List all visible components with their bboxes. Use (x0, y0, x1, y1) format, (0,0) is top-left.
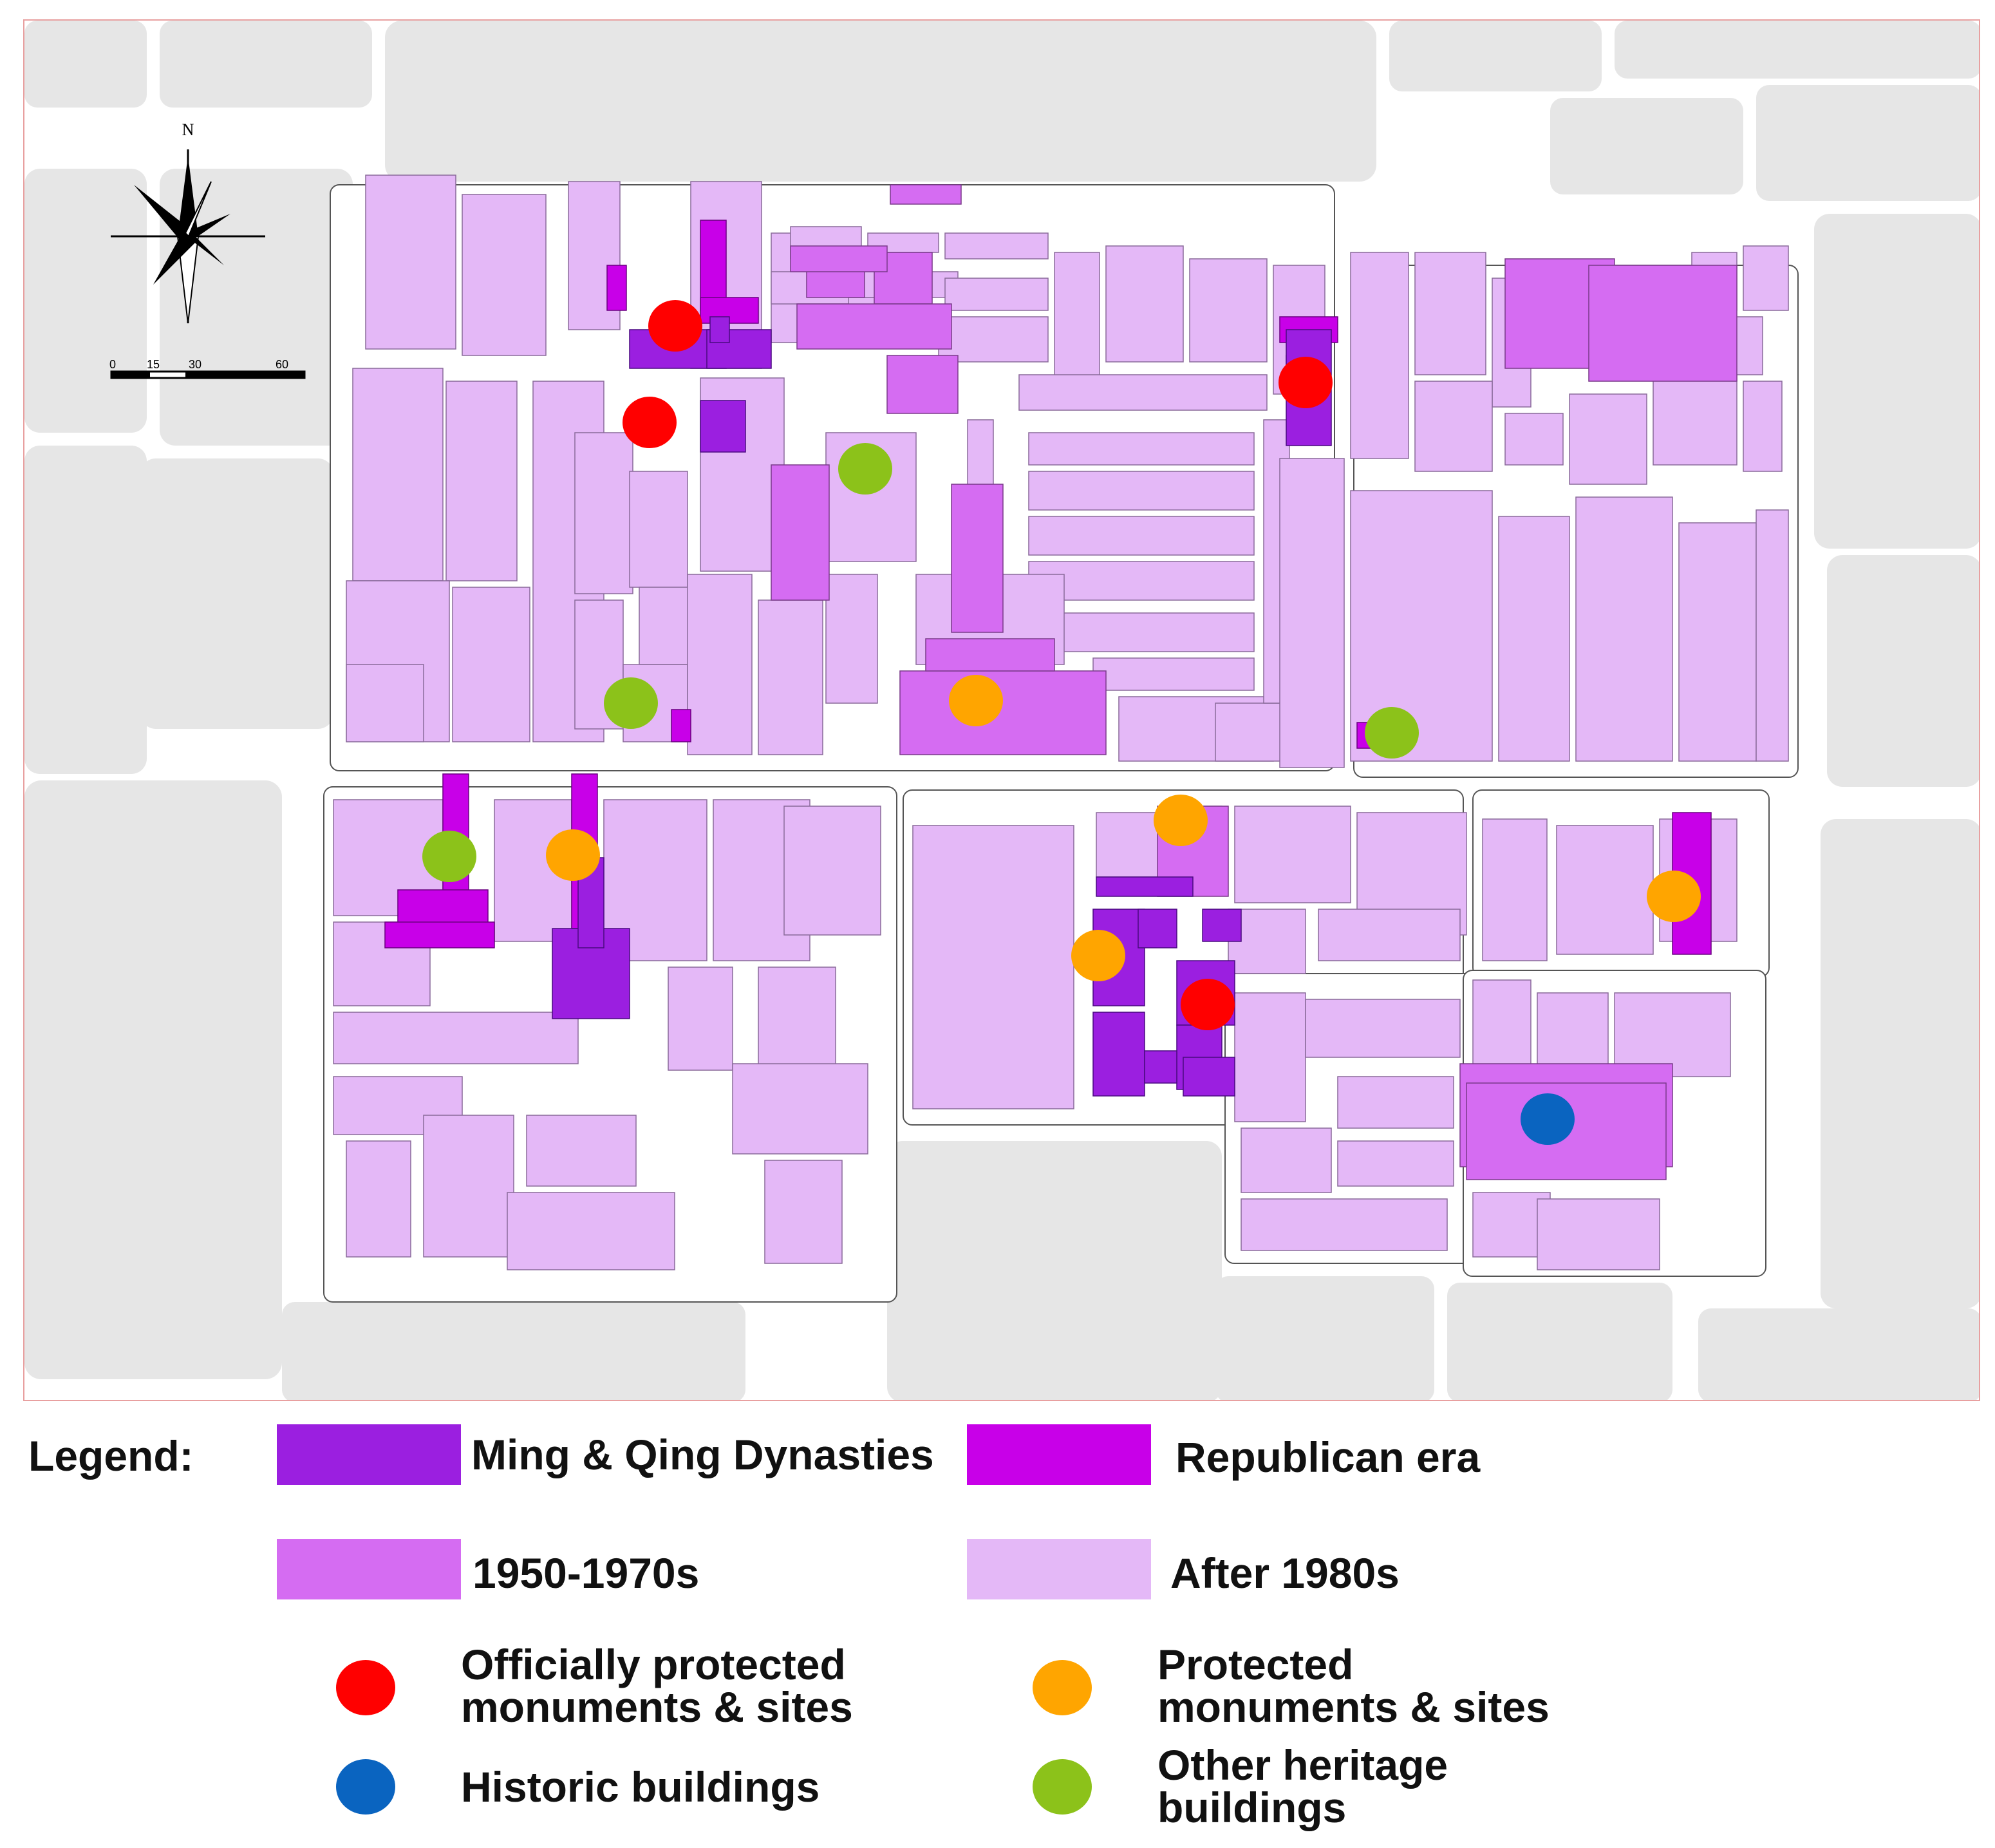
legend-swatch-1950-1970s (277, 1539, 461, 1599)
district-map: N 0 15 30 60 (24, 21, 1979, 1400)
marker-other (604, 677, 658, 729)
legend-label-1950-1970s: 1950-1970s (473, 1549, 700, 1597)
marker-protected (949, 675, 1003, 726)
scale-tick-label: 60 (276, 358, 288, 371)
buildings-1950-1970s (771, 184, 1737, 1180)
marker-other (422, 831, 476, 882)
marker-official (648, 300, 702, 352)
legend-label-ming-qing: Ming & Qing Dynasties (471, 1431, 934, 1478)
legend-label-after-1980s: After 1980s (1170, 1549, 1400, 1597)
legend-label-protected-line1: Protected (1157, 1641, 1354, 1688)
legend-label-protected-line2: monuments & sites (1157, 1683, 1550, 1731)
legend-swatch-republican (967, 1424, 1151, 1485)
legend-title: Legend: (28, 1432, 194, 1480)
map-frame: N 0 15 30 60 (23, 19, 1980, 1401)
marker-protected (1071, 930, 1125, 981)
marker-official (1278, 357, 1333, 408)
heritage-markers (422, 300, 1701, 1145)
scale-tick-label: 0 (109, 358, 116, 371)
north-label: N (182, 120, 194, 139)
legend-label-historic: Historic buildings (461, 1763, 820, 1811)
legend-label-official-line1: Officially protected (461, 1641, 846, 1688)
legend-dot-protected (1033, 1660, 1092, 1715)
legend-dot-official (336, 1660, 395, 1715)
legend-label-other-line2: buildings (1157, 1784, 1347, 1831)
marker-other (1365, 707, 1419, 759)
legend-label-official-line2: monuments & sites (461, 1683, 853, 1731)
marker-protected (546, 829, 600, 881)
scale-tick-label: 15 (147, 358, 160, 371)
marker-protected (1154, 795, 1208, 846)
marker-official (1181, 979, 1235, 1030)
marker-historic (1521, 1093, 1575, 1145)
marker-protected (1647, 871, 1701, 922)
buildings-after-1980s (333, 174, 1789, 1270)
north-arrow: N (111, 120, 265, 324)
legend-label-republican: Republican era (1175, 1433, 1481, 1481)
scale-bar: 0 15 30 60 (109, 358, 306, 379)
legend-swatch-ming-qing (277, 1424, 461, 1485)
scale-tick-label: 30 (189, 358, 201, 371)
legend-swatch-after-1980s (967, 1539, 1151, 1599)
marker-official (623, 397, 677, 448)
legend-label-other-line1: Other heritage (1157, 1741, 1448, 1789)
marker-other (838, 443, 892, 495)
legend-dot-historic (336, 1759, 395, 1815)
legend-dot-other-heritage (1033, 1759, 1092, 1815)
